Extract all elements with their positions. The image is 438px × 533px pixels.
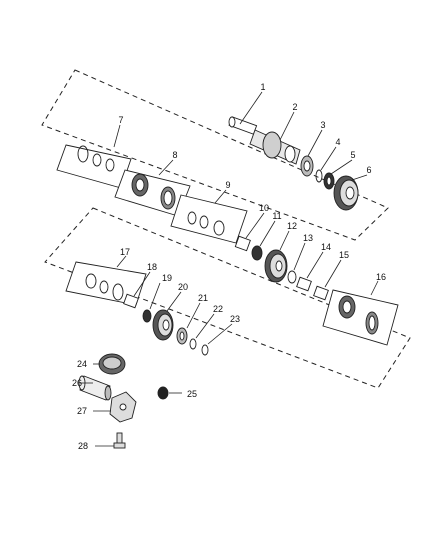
synchronizer-assembly-16 xyxy=(338,295,379,335)
callout-27: 27 xyxy=(77,406,87,416)
needle-bearing-part-19 xyxy=(142,309,152,323)
callout-18: 18 xyxy=(147,262,157,272)
callout-11: 11 xyxy=(272,211,281,221)
callout-14: 14 xyxy=(321,242,331,252)
gear-part-6 xyxy=(333,175,359,211)
needle-bearing-part-5 xyxy=(323,172,335,190)
callout-21: 21 xyxy=(198,293,208,303)
bracket-part-27 xyxy=(109,391,137,423)
inset-box-9 xyxy=(170,194,248,244)
callout-17: 17 xyxy=(120,247,130,257)
callout-10: 10 xyxy=(259,203,269,213)
callout-1: 1 xyxy=(260,82,265,92)
callout-23: 23 xyxy=(230,314,240,324)
lower-group-frame xyxy=(44,207,411,389)
callout-15: 15 xyxy=(339,250,349,260)
sleeve-part-10 xyxy=(234,235,251,252)
input-shaft-part xyxy=(228,116,301,165)
nut-part-25 xyxy=(157,386,169,400)
synchro-rings-7 xyxy=(77,145,115,172)
inset-box-16 xyxy=(322,289,399,346)
gear-part-20 xyxy=(152,309,174,341)
bearing-part-3 xyxy=(300,155,314,177)
callout-13: 13 xyxy=(303,233,313,243)
callout-4: 4 xyxy=(335,137,340,147)
synchro-rings-9 xyxy=(187,211,225,236)
callout-2: 2 xyxy=(292,102,297,112)
callout-12: 12 xyxy=(287,221,297,231)
callout-26: 26 xyxy=(72,378,82,388)
callout-8: 8 xyxy=(172,150,177,160)
upper-group-frame xyxy=(41,69,389,241)
callout-24: 24 xyxy=(77,359,87,369)
bolt-part-28 xyxy=(113,432,126,449)
callout-6: 6 xyxy=(366,165,371,175)
ring-part-13 xyxy=(287,270,297,284)
gear-part-24 xyxy=(98,353,126,375)
needle-bearing-part-11 xyxy=(251,245,263,261)
gear-part-12 xyxy=(264,249,288,283)
callout-labels: 1 2 3 4 5 6 7 8 9 10 11 12 13 14 15 16 1… xyxy=(72,82,386,451)
callout-16: 16 xyxy=(376,272,386,282)
callout-19: 19 xyxy=(162,273,172,283)
bearing-part-21 xyxy=(176,327,188,345)
snap-ring-part-4 xyxy=(315,169,323,183)
sleeve-part-14 xyxy=(296,276,312,292)
callout-7: 7 xyxy=(118,115,123,125)
leader-lines xyxy=(80,91,379,447)
callout-3: 3 xyxy=(320,120,325,130)
sleeve-part-15 xyxy=(313,285,329,301)
callout-9: 9 xyxy=(225,180,230,190)
shaft-part-26 xyxy=(78,375,112,401)
synchro-rings-17 xyxy=(85,273,124,301)
callout-20: 20 xyxy=(178,282,188,292)
callout-22: 22 xyxy=(213,304,223,314)
inset-box-7 xyxy=(56,144,132,189)
callout-5: 5 xyxy=(350,150,355,160)
callout-25: 25 xyxy=(187,389,197,399)
callout-28: 28 xyxy=(78,441,88,451)
ring-part-22 xyxy=(189,338,197,350)
sleeve-part-18 xyxy=(123,293,139,309)
synchronizer-assembly-8 xyxy=(131,173,176,210)
snap-ring-part-23 xyxy=(201,344,209,356)
